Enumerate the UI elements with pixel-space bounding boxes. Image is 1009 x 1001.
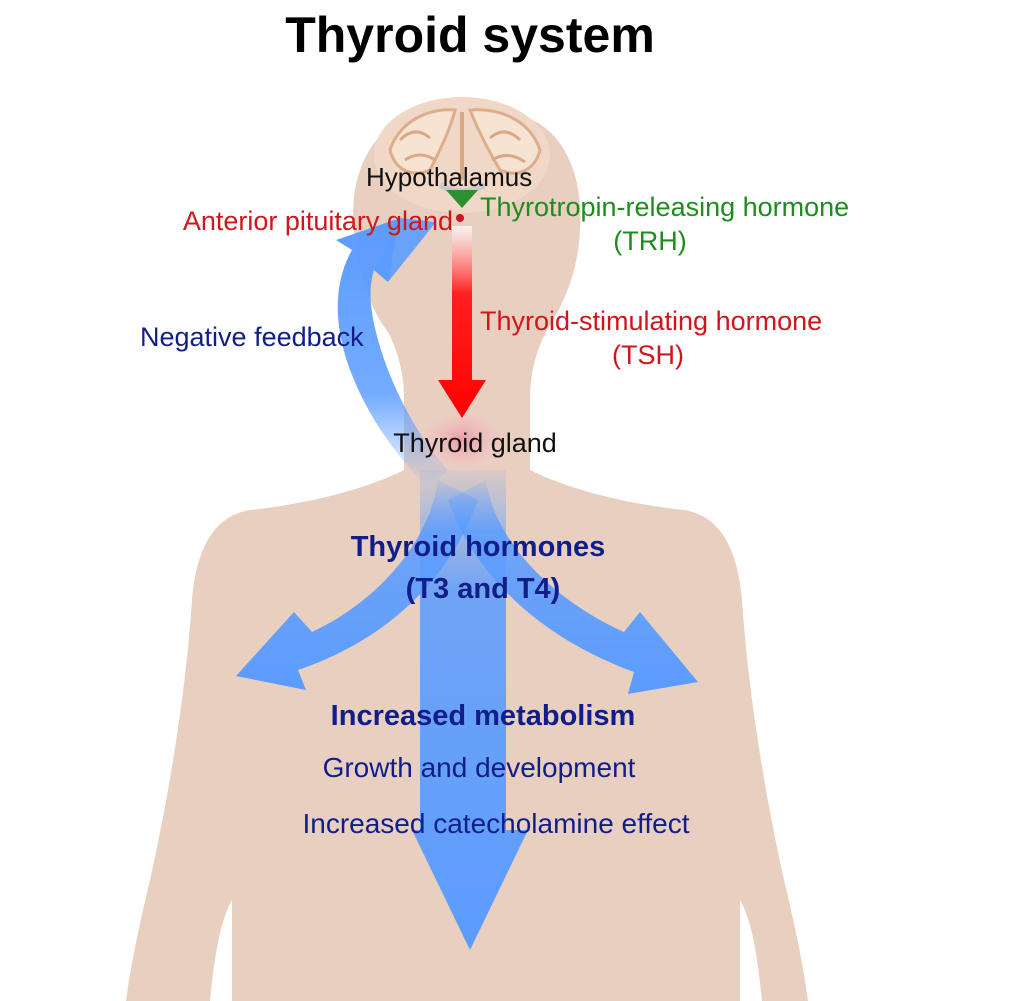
trh-name-label: Thyrotropin-releasing hormone bbox=[480, 192, 850, 222]
effect-growth-label: Growth and development bbox=[322, 752, 636, 783]
thyroid-gland-shape bbox=[420, 410, 504, 470]
hormones-left-arrow bbox=[236, 480, 478, 690]
tsh-name-label: Thyroid-stimulating hormone bbox=[480, 306, 823, 336]
thyroid-hormones-label: Thyroid hormones bbox=[350, 531, 606, 563]
pituitary-label: Anterior pituitary gland bbox=[182, 206, 453, 236]
hypothalamus-marker bbox=[446, 190, 478, 208]
diagram-title: Thyroid system bbox=[285, 7, 655, 63]
hormones-right-arrow bbox=[448, 480, 698, 694]
effect-catecholamine-label: Increased catecholamine effect bbox=[302, 808, 690, 839]
tsh-arrow bbox=[438, 226, 486, 418]
hormones-down-arrow bbox=[412, 470, 528, 950]
trh-abbr-label: (TRH) bbox=[613, 226, 687, 256]
thyroid-hormones-abbr-label: (T3 and T4) bbox=[405, 573, 561, 605]
hypothalamus-label: Hypothalamus bbox=[366, 162, 533, 192]
pituitary-dot bbox=[456, 214, 464, 222]
negative-feedback-label: Negative feedback bbox=[140, 322, 364, 352]
negative-feedback-arrow bbox=[336, 218, 448, 488]
effect-metabolism-label: Increased metabolism bbox=[330, 700, 636, 732]
tsh-abbr-label: (TSH) bbox=[612, 340, 684, 370]
thyroid-gland-label: Thyroid gland bbox=[393, 428, 557, 458]
